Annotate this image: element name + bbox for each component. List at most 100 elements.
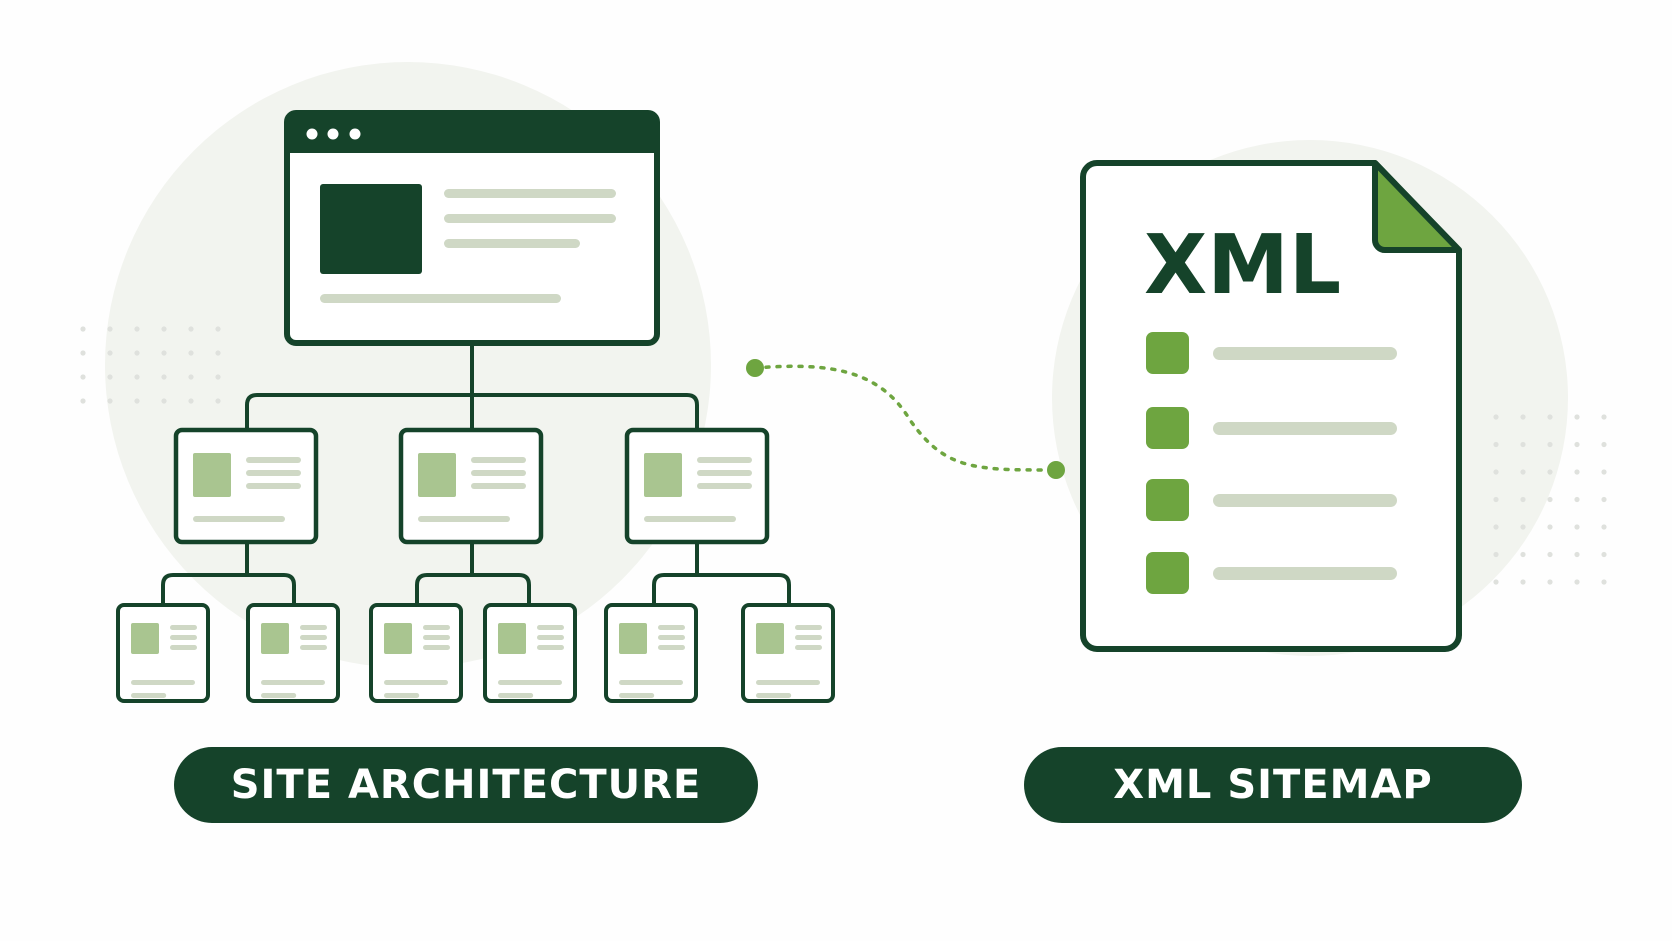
page-text-line [756, 680, 820, 685]
decor-dot [1547, 551, 1553, 558]
xml-sitemap-label-text: XML SITEMAP [1113, 762, 1433, 808]
decor-dot [134, 398, 140, 404]
page-text-line [384, 680, 448, 685]
page-text-line [131, 693, 167, 698]
decor-dot [161, 374, 167, 380]
decor-dot [188, 398, 194, 404]
decorative-dot-grid-right [1493, 414, 1607, 585]
decor-dot [134, 326, 140, 332]
decor-dot [1601, 524, 1607, 530]
xml-document-badge: XML [1144, 218, 1341, 313]
decor-dot [1574, 414, 1580, 420]
decor-dot [1520, 524, 1526, 530]
page-text-line [471, 483, 526, 489]
decor-dot [1493, 579, 1499, 585]
page-text-line [658, 635, 685, 640]
decor-dot [1574, 496, 1580, 503]
decor-dot [107, 374, 113, 380]
decor-dot [1574, 441, 1580, 448]
level-2-branch-line [161, 573, 296, 607]
browser-hero-image [320, 184, 422, 274]
page-text-line [261, 680, 325, 685]
decor-dot [1520, 496, 1526, 503]
page-text-line [795, 635, 822, 640]
site-architecture-label-text: SITE ARCHITECTURE [230, 762, 702, 808]
document-body [1080, 160, 1462, 652]
page-thumbnail [418, 453, 456, 497]
decor-dot [107, 398, 113, 404]
browser-text-line-3 [444, 239, 580, 248]
window-dot-2 [327, 128, 339, 140]
decor-dot [1601, 579, 1607, 585]
page-thumbnail [131, 623, 159, 654]
page-text-line [423, 635, 450, 640]
browser-text-line-2 [444, 214, 616, 223]
decor-dot [1547, 524, 1553, 530]
decor-dot [1493, 496, 1499, 503]
browser-window-icon [284, 110, 660, 346]
page-text-line [300, 645, 327, 650]
decor-dot [1493, 414, 1499, 420]
page-text-line [261, 693, 297, 698]
decor-dot [1547, 496, 1553, 503]
page-text-line [697, 457, 752, 463]
decor-dot [1574, 579, 1580, 585]
decor-dot [1574, 551, 1580, 558]
page-text-line [644, 516, 736, 522]
page-text-line [170, 625, 197, 630]
decor-dot [107, 326, 113, 332]
decorative-dot-grid-left [80, 326, 221, 404]
browser-text-line-4 [320, 294, 561, 303]
decor-dot [1520, 551, 1526, 558]
list-text-line [1213, 347, 1397, 360]
document-list-row [1146, 407, 1397, 449]
list-bullet-icon [1146, 552, 1189, 594]
decor-dot [1574, 524, 1580, 530]
page-text-line [498, 680, 562, 685]
decor-dot [215, 374, 221, 380]
list-text-line [1213, 567, 1397, 580]
document-rows [1146, 332, 1397, 594]
page-text-line [246, 483, 301, 489]
decor-dot [188, 374, 194, 380]
decor-dot [1493, 551, 1499, 558]
page-text-line [756, 693, 792, 698]
decor-dot [134, 374, 140, 380]
page-text-line [131, 680, 195, 685]
decor-dot [188, 326, 194, 332]
page-text-line [384, 693, 420, 698]
page-text-line [471, 457, 526, 463]
page-text-line [423, 625, 450, 630]
decor-dot [215, 398, 221, 404]
page-thumbnail [498, 623, 526, 654]
document-list-row [1146, 479, 1397, 521]
page-thumbnail [756, 623, 784, 654]
site-pages [116, 427, 835, 703]
list-bullet-icon [1146, 407, 1189, 449]
page-thumbnail [384, 623, 412, 654]
page-thumbnail [619, 623, 647, 654]
web-page-icon [246, 603, 340, 703]
browser-text-line-1 [444, 189, 616, 198]
browser-title-bar [287, 113, 657, 153]
decor-dot [1520, 579, 1526, 585]
decor-dot [80, 398, 86, 404]
page-text-line [170, 635, 197, 640]
decor-dot [161, 326, 167, 332]
connector-start-dot [746, 359, 764, 377]
xml-sitemap-label: XML SITEMAP [1024, 747, 1522, 823]
window-dot-1 [306, 128, 318, 140]
decor-dot [1601, 414, 1607, 420]
page-text-line [300, 625, 327, 630]
web-page-icon [741, 603, 835, 703]
list-text-line [1213, 494, 1397, 507]
page-text-line [300, 635, 327, 640]
list-bullet-icon [1146, 479, 1189, 521]
decor-dot [107, 350, 113, 356]
decor-dot [1520, 414, 1526, 420]
decor-dot [1601, 441, 1607, 448]
decor-dot [1493, 524, 1499, 530]
window-dot-3 [349, 128, 361, 140]
page-text-line [423, 645, 450, 650]
